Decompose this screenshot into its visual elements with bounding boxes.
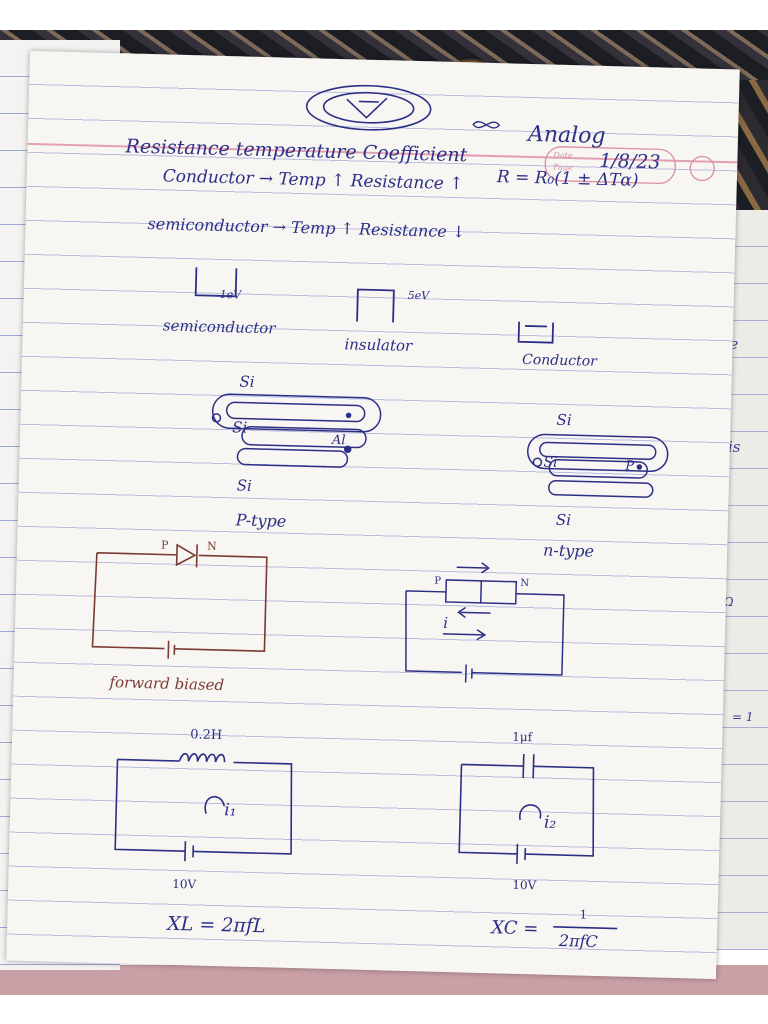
- capacitor-source: 10V: [512, 877, 537, 893]
- battery-icon: [184, 841, 195, 862]
- table-surface: [0, 995, 768, 1024]
- conductor-label: Conductor: [521, 351, 598, 370]
- capacitor-circuit: [458, 754, 618, 930]
- battery-icon: [464, 664, 473, 683]
- arrow-icon: [457, 606, 491, 619]
- capacitor-current: i₂: [543, 812, 557, 833]
- n-type-p: P: [625, 458, 635, 474]
- notebook-page: Analog Date Page 1/8/23 Resistance tempe…: [6, 50, 740, 980]
- page-header: Analog: [527, 121, 606, 149]
- inductor-circuit: [114, 752, 293, 862]
- p-type-al: Al: [331, 432, 346, 449]
- arrow-icon: [456, 562, 490, 574]
- insulator-gap: 5eV: [407, 288, 430, 303]
- semiconductor-band-icon: [194, 267, 238, 298]
- p-type-si-top: Si: [239, 372, 255, 391]
- date-box: [544, 146, 715, 185]
- diode-n-label: N: [206, 539, 217, 553]
- infinity-icon: [472, 121, 501, 129]
- current-arrow-icon: [442, 629, 487, 641]
- diode-p-label: P: [160, 538, 169, 552]
- capacitor-icon: [522, 754, 535, 779]
- junction-p-label: P: [434, 575, 442, 587]
- forward-biased-label: forward biased: [109, 673, 225, 695]
- capacitor-value: 1μf: [512, 729, 533, 745]
- capacitor-formula-lhs: XC =: [490, 917, 539, 940]
- conductor-band-icon: [517, 321, 554, 344]
- handwritten-drawings: [91, 84, 715, 930]
- semiconductor-label: semiconductor: [162, 316, 276, 338]
- inductor-source: 10V: [172, 876, 197, 892]
- loop-arrow-icon: [519, 804, 542, 821]
- battery-icon: [516, 843, 527, 864]
- forward-bias-circuit: [91, 543, 268, 659]
- p-type-label: P-type: [235, 510, 287, 531]
- inductor-formula: XL = 2πfL: [166, 912, 266, 938]
- pn-junction-circuit: [405, 562, 565, 683]
- doodle-icon: [305, 84, 432, 131]
- n-type-si-bottom: Si: [555, 510, 572, 530]
- edge-text: is: [728, 438, 741, 456]
- date-label: Date: [553, 150, 573, 161]
- fraction-bar: [553, 926, 618, 930]
- p-type-lattice-icon: [211, 393, 382, 468]
- loop-arrow-icon: [204, 795, 226, 814]
- edge-text: = 1: [732, 710, 754, 724]
- semiconductor-gap: 1eV: [219, 287, 242, 302]
- n-type-si-top: Si: [556, 410, 572, 430]
- diode-icon: [175, 543, 197, 567]
- current-label: i: [442, 613, 449, 632]
- p-type-si-mid: Si: [232, 418, 248, 437]
- inductor-current: i₁: [223, 800, 237, 821]
- insulator-band-icon: [356, 288, 395, 323]
- inductor-icon: [178, 752, 226, 763]
- formula: R = R₀(1 ± ΔTα): [496, 167, 639, 191]
- n-type-lattice-icon: [526, 433, 669, 498]
- battery-icon: [167, 640, 176, 659]
- n-type-label: n-type: [542, 540, 595, 561]
- capacitor-formula-denominator: 2πfC: [558, 931, 599, 952]
- insulator-label: insulator: [344, 335, 413, 355]
- p-type-si-bottom: Si: [236, 476, 253, 495]
- n-type-si-mid: Si: [543, 454, 558, 471]
- inductor-value: 0.2H: [189, 727, 223, 744]
- junction-n-label: N: [520, 577, 530, 590]
- capacitor-formula-numerator: 1: [579, 907, 588, 922]
